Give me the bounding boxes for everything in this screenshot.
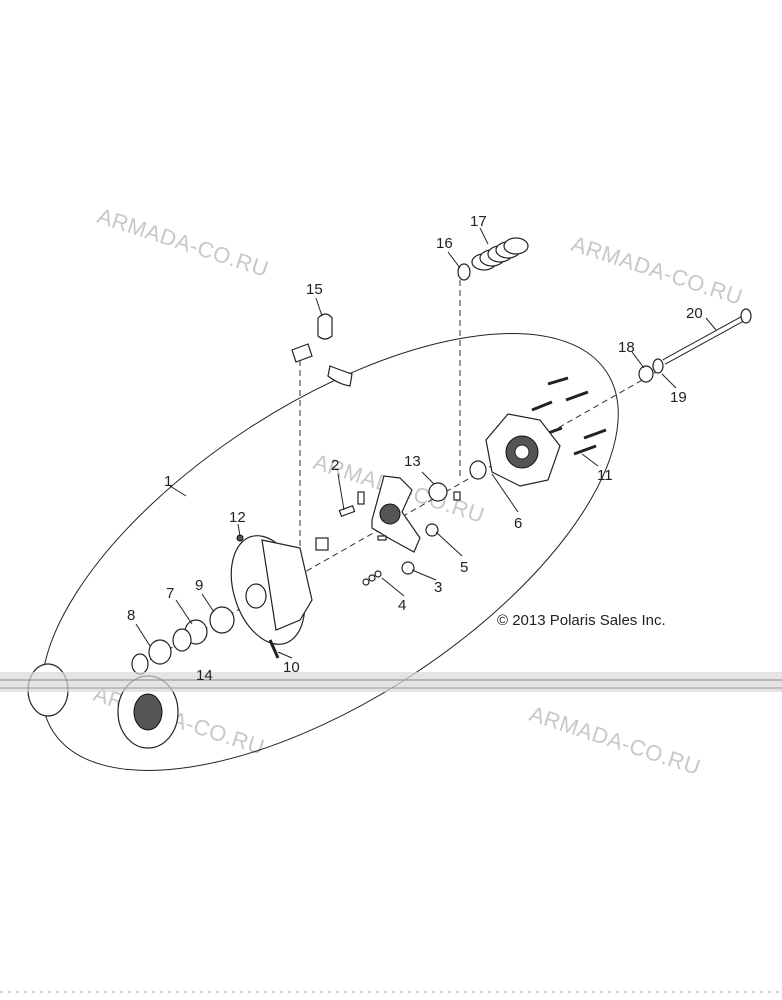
callout-7: 7 — [166, 585, 174, 602]
watermark: ARMADA-CO.RU — [90, 681, 267, 760]
callout-5: 5 — [460, 559, 468, 576]
part-washer-16 — [457, 263, 471, 281]
part-spider — [371, 475, 439, 575]
part-bushing-6 — [469, 460, 487, 480]
part-pin-10 — [268, 639, 280, 659]
part-spring — [471, 237, 529, 271]
part-moveable-sheave — [230, 534, 313, 645]
callout-17: 17 — [470, 213, 487, 230]
callout-6: 6 — [514, 515, 522, 532]
callout-16: 16 — [436, 235, 453, 252]
part-rollers — [291, 313, 353, 387]
callout-20: 20 — [686, 305, 703, 322]
part-washer-19 — [652, 358, 664, 374]
part-cover-bolts — [531, 376, 607, 456]
watermark-layer: ARMADA-CO.RU ARMADA-CO.RU ARMADA-CO.RU A… — [90, 203, 745, 780]
callout-8: 8 — [127, 607, 135, 624]
callout-19: 19 — [670, 389, 687, 406]
assembly-axis — [149, 369, 661, 661]
watermark: ARMADA-CO.RU — [526, 701, 703, 780]
callout-1: 1 — [164, 473, 172, 490]
part-small-hardware — [315, 491, 461, 586]
callout-9: 9 — [195, 577, 203, 594]
callout-13: 13 — [404, 453, 421, 470]
callout-4: 4 — [398, 597, 406, 614]
scan-artifact-band — [0, 672, 782, 692]
watermark: ARMADA-CO.RU — [568, 231, 745, 310]
callout-3: 3 — [434, 579, 442, 596]
callout-15: 15 — [306, 281, 323, 298]
callout-2: 2 — [331, 457, 339, 474]
part-cover — [485, 413, 561, 487]
assembly-boundary-ellipse — [41, 333, 619, 771]
part-bushings-rings — [131, 606, 235, 675]
watermark: ARMADA-CO.RU — [94, 203, 271, 282]
callout-10: 10 — [283, 659, 300, 676]
callout-labels: 1 2 3 4 5 6 7 8 9 10 11 12 13 14 15 16 1… — [127, 213, 703, 684]
copyright-notice: © 2013 Polaris Sales Inc. — [497, 612, 666, 629]
callout-18: 18 — [618, 339, 635, 356]
callout-12: 12 — [229, 509, 246, 526]
part-bushing-13 — [428, 482, 448, 502]
part-washer-18 — [638, 365, 654, 383]
callout-14: 14 — [196, 667, 213, 684]
callout-leaders — [135, 227, 717, 659]
part-long-bolt — [662, 308, 752, 365]
callout-11: 11 — [597, 467, 613, 484]
